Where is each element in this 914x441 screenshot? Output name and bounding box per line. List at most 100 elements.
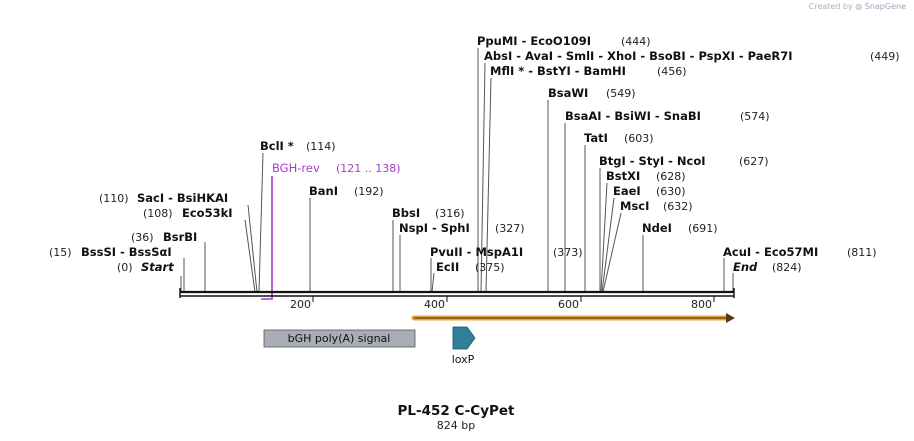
site-bani[interactable]: BanI (192) — [309, 184, 384, 198]
site-position: (327) — [495, 222, 525, 235]
site-bsrbi[interactable]: (36) BsrBI — [131, 230, 197, 244]
site-name: PvuII - MspA1I — [430, 245, 523, 259]
site-position: (630) — [656, 185, 686, 198]
map-title: PL-452 C-CyPet — [397, 403, 515, 419]
site-position: (316) — [435, 207, 465, 220]
site-name: AcuI - Eco57MI — [723, 245, 818, 259]
credit-watermark: Created by ◍ SnapGene — [809, 2, 906, 11]
orf-arrow[interactable] — [411, 313, 735, 323]
site-position: (15) — [49, 246, 72, 259]
enzyme-labels: (0) Start (15) BssSI - BssSαI (36) BsrBI… — [49, 34, 900, 274]
site-eco53ki[interactable]: (108) Eco53kI — [143, 206, 233, 220]
primer-bgh-rev[interactable]: BGH-rev (121 .. 138) — [261, 161, 401, 300]
connector-ecli — [431, 272, 435, 293]
feature-label: bGH poly(A) signal — [288, 332, 391, 345]
site-name: BsaWI — [548, 86, 588, 100]
connector-msci — [602, 212, 622, 293]
site-position: (632) — [663, 200, 693, 213]
site-acui[interactable]: AcuI - Eco57MI (811) — [723, 245, 877, 259]
site-name: BbsI — [392, 206, 420, 220]
site-name: Eco53kI — [182, 206, 233, 220]
site-start[interactable]: (0) Start — [117, 260, 174, 274]
site-position: (373) — [553, 246, 583, 259]
primer-name: BGH-rev — [272, 161, 320, 175]
connector-eco53ki — [244, 219, 256, 293]
site-position: (375) — [475, 261, 505, 274]
site-name: Start — [141, 260, 174, 274]
site-name: SacI - BsiHKAI — [137, 191, 228, 205]
site-position: (108) — [143, 207, 173, 220]
site-connectors — [180, 48, 734, 293]
site-position: (824) — [772, 261, 802, 274]
site-ndei[interactable]: NdeI (691) — [642, 221, 718, 235]
site-name: MscI — [620, 199, 649, 213]
site-name: BclI * — [260, 139, 294, 153]
site-name: BssSI - BssSαI — [81, 245, 172, 259]
site-name: EcII — [436, 260, 459, 274]
site-ecli[interactable]: EcII (375) — [436, 260, 505, 274]
site-name: BsaAI - BsiWI - SnaBI — [565, 109, 701, 123]
feature-loxp[interactable]: loxP — [452, 326, 476, 366]
site-position: (0) — [117, 261, 133, 274]
site-position: (36) — [131, 231, 154, 244]
site-position: (603) — [624, 132, 654, 145]
site-end[interactable]: End (824) — [733, 260, 802, 274]
site-name: NspI - SphI — [399, 221, 470, 235]
tick-label: 600 — [558, 298, 579, 311]
snapgene-logo-icon: ◍ — [855, 2, 863, 11]
site-position: (627) — [739, 155, 769, 168]
tick-label: 800 — [691, 298, 712, 311]
site-bsawi[interactable]: BsaWI (549) — [548, 86, 636, 100]
site-position: (449) — [870, 50, 900, 63]
site-name: BanI — [309, 184, 338, 198]
ruler: 200 400 600 800 — [290, 296, 715, 311]
map-length: 824 bp — [437, 419, 475, 432]
site-position: (691) — [688, 222, 718, 235]
site-mfli[interactable]: MflI * - BstYI - BamHI (456) — [490, 64, 687, 78]
site-name: TatI — [584, 131, 608, 145]
site-name: MflI * - BstYI - BamHI — [490, 64, 626, 78]
site-tati[interactable]: TatI (603) — [584, 131, 654, 145]
site-absi[interactable]: AbsI - AvaI - SmlI - XhoI - BsoBI - PspX… — [484, 49, 900, 63]
site-eaei[interactable]: EaeI (630) — [613, 184, 686, 198]
feature-bgh-polya[interactable]: bGH poly(A) signal — [263, 329, 416, 348]
site-position: (811) — [847, 246, 877, 259]
site-pvuii[interactable]: PvuII - MspA1I (373) — [430, 245, 583, 259]
connector-bstxi — [600, 182, 608, 293]
site-nspi[interactable]: NspI - SphI (327) — [399, 221, 525, 235]
credit-brand: SnapGene — [864, 2, 906, 11]
site-bsssi[interactable]: (15) BssSI - BssSαI — [49, 245, 172, 259]
connector-mfli — [485, 77, 492, 293]
site-ppumi[interactable]: PpuMI - EcoO109I (444) — [477, 34, 651, 48]
site-position: (574) — [740, 110, 770, 123]
site-name: BstXI — [606, 169, 640, 183]
site-name: BsrBI — [163, 230, 197, 244]
site-position: (114) — [306, 140, 336, 153]
connector-bcli — [258, 152, 264, 293]
site-name: PpuMI - EcoO109I — [477, 34, 591, 48]
site-position: (110) — [99, 192, 129, 205]
site-position: (456) — [657, 65, 687, 78]
site-bbsi[interactable]: BbsI (316) — [392, 206, 465, 220]
arrow-head-icon — [726, 313, 735, 323]
site-bstxi[interactable]: BstXI (628) — [606, 169, 686, 183]
site-msci[interactable]: MscI (632) — [620, 199, 693, 213]
site-bcli[interactable]: BclI * (114) — [260, 139, 336, 153]
feature-label: loxP — [452, 353, 475, 366]
sequence-backbone — [179, 288, 735, 298]
site-position: (444) — [621, 35, 651, 48]
credit-prefix: Created by — [808, 2, 853, 11]
site-position: (192) — [354, 185, 384, 198]
loxp-arrow-icon — [452, 326, 476, 350]
site-name: EaeI — [613, 184, 641, 198]
tick-label: 400 — [424, 298, 445, 311]
tick-label: 200 — [290, 298, 311, 311]
site-bsaai[interactable]: BsaAI - BsiWI - SnaBI (574) — [565, 109, 770, 123]
site-name: BtgI - StyI - NcoI — [599, 154, 706, 168]
site-saci[interactable]: (110) SacI - BsiHKAI — [99, 191, 228, 205]
site-position: (549) — [606, 87, 636, 100]
site-btgi[interactable]: BtgI - StyI - NcoI (627) — [599, 154, 769, 168]
site-name: End — [733, 260, 758, 274]
site-position: (628) — [656, 170, 686, 183]
